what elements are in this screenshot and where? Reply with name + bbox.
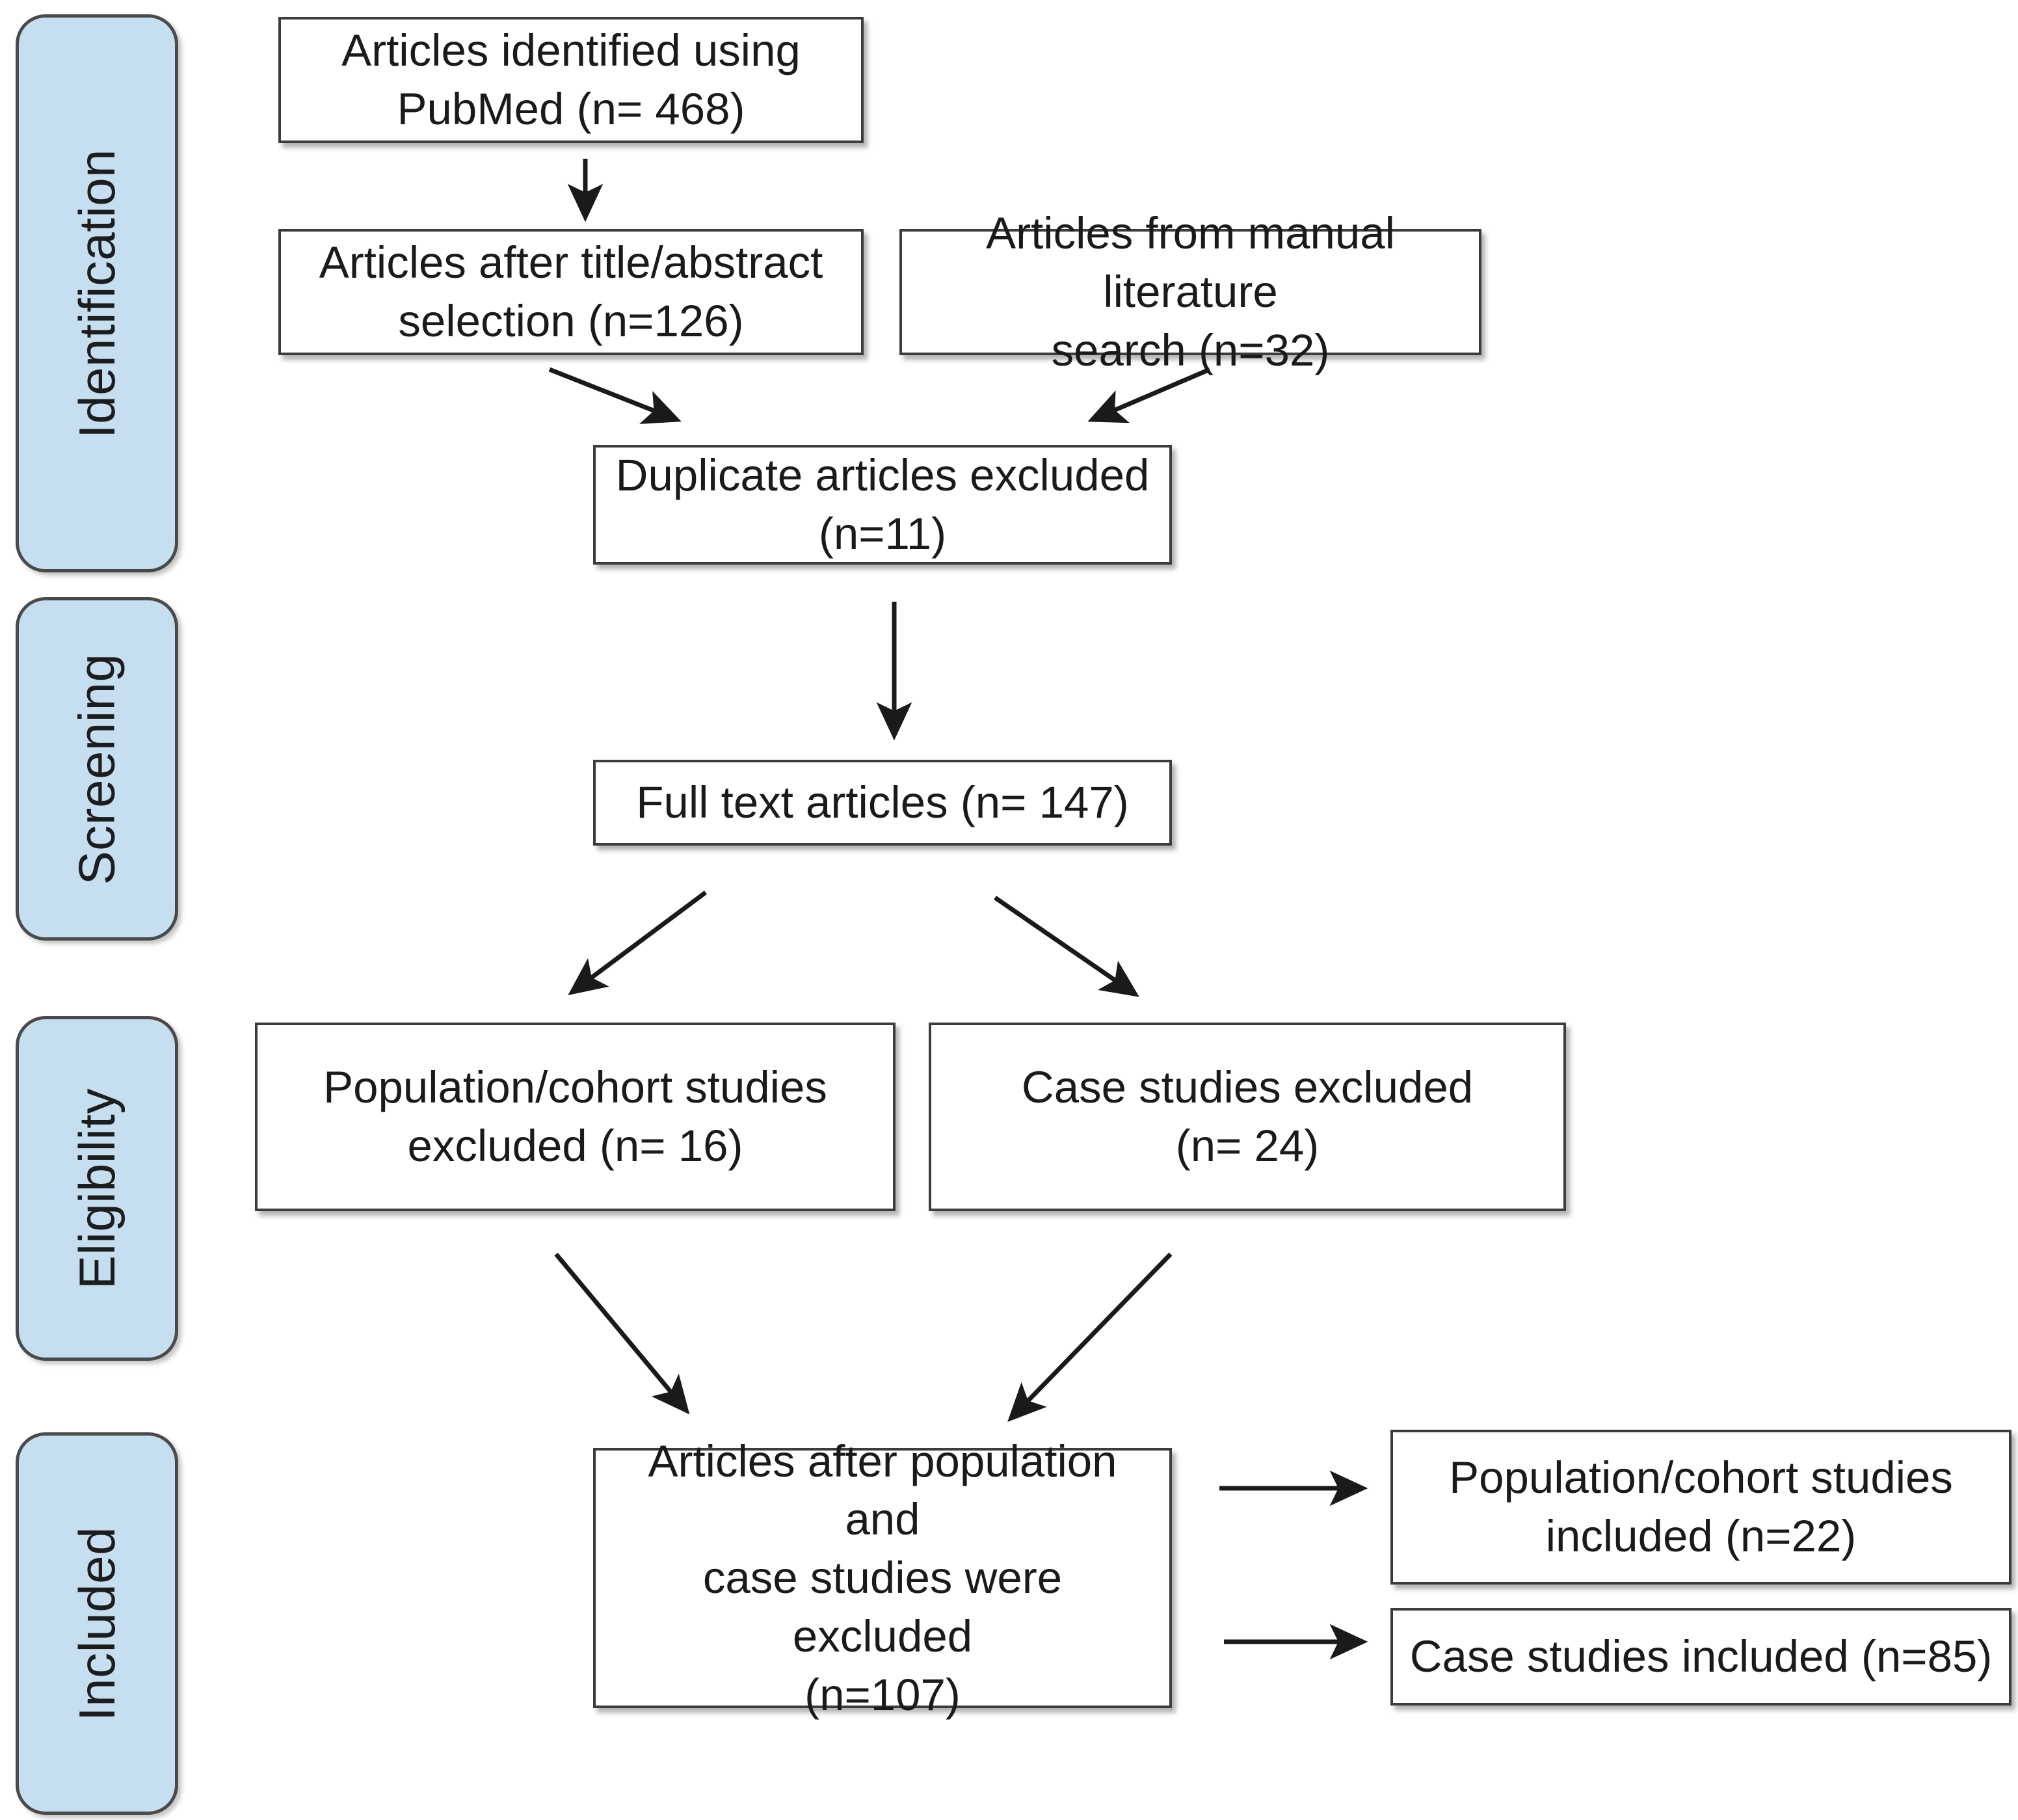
box-population-cohort-excluded-text: Population/cohort studies excluded (n= 1… <box>323 1062 827 1171</box>
stage-pill-eligibility: Eligibility <box>16 1016 178 1361</box>
stage-pill-included: Included <box>16 1432 178 1815</box>
box-articles-after-exclusions-text: Articles after population and case studi… <box>648 1436 1117 1720</box>
stage-label-included: Included <box>68 1526 126 1721</box>
stage-pill-screening: Screening <box>16 597 178 941</box>
box-case-studies-included: Case studies included (n=85) <box>1390 1608 2011 1706</box>
box-population-cohort-excluded: Population/cohort studies excluded (n= 1… <box>255 1023 896 1211</box>
box-case-studies-excluded: Case studies excluded (n= 24) <box>929 1023 1566 1211</box>
stage-label-screening: Screening <box>68 653 126 885</box>
box-case-studies-included-text: Case studies included (n=85) <box>1409 1631 1993 1682</box>
stage-pill-identification: Identification <box>16 14 178 572</box>
box-manual-literature-search: Articles from manual literature search (… <box>899 208 1481 375</box>
box-case-studies-excluded-text: Case studies excluded (n= 24) <box>1021 1062 1474 1171</box>
box-population-cohort-included-text: Population/cohort studies included (n=22… <box>1449 1452 1953 1561</box>
box-manual-literature-search-text: Articles from manual literature search (… <box>986 208 1395 375</box>
arrow-case-excluded-to-after-exclusions <box>1007 1252 1173 1423</box>
arrow-full-text-to-population-excluded <box>568 890 708 996</box>
box-duplicates-excluded-text: Duplicate articles excluded (n=11) <box>615 450 1150 559</box>
stage-label-eligibility: Eligibility <box>68 1088 126 1289</box>
box-articles-after-exclusions: Articles after population and case studi… <box>593 1436 1172 1720</box>
box-after-title-abstract: Articles after title/abstract selection … <box>278 229 864 355</box>
box-after-title-abstract-text: Articles after title/abstract selection … <box>319 237 823 346</box>
box-identified-pubmed: Articles identified using PubMed (n= 468… <box>278 17 864 143</box>
arrow-population-excluded-to-after-exclusions <box>554 1252 690 1415</box>
stage-label-identification: Identification <box>68 148 126 438</box>
arrow-title-abstract-to-duplicates <box>548 367 682 424</box>
box-full-text-articles: Full text articles (n= 147) <box>593 760 1172 846</box>
box-identified-pubmed-text: Articles identified using PubMed (n= 468… <box>341 25 801 134</box>
box-full-text-articles-text: Full text articles (n= 147) <box>636 777 1129 828</box>
box-duplicates-excluded: Duplicate articles excluded (n=11) <box>593 445 1172 565</box>
box-population-cohort-included: Population/cohort studies included (n=22… <box>1390 1430 2011 1585</box>
arrow-full-text-to-case-excluded <box>994 896 1139 997</box>
